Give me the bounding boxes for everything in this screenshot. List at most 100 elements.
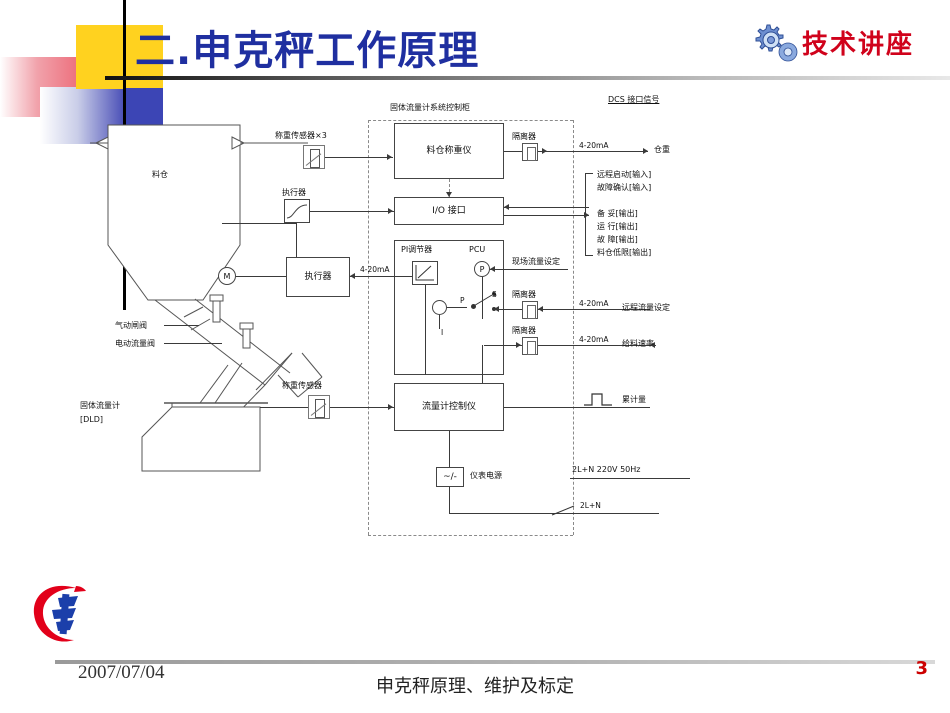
dcs-signal-3: 运 行[输出]: [597, 222, 638, 231]
wire-controller-to-pi-2: [482, 299, 483, 319]
isolator-icon-1: [522, 143, 538, 161]
cabinet-boundary-top: [368, 120, 573, 121]
load-cell-bottom-label: 称重传感器: [282, 381, 322, 390]
arrow-switch-in: [494, 306, 499, 312]
dcs-signal-5: 料仓低限[输出]: [597, 248, 652, 257]
cabinet-label: 固体流量计系统控制柜: [390, 103, 470, 112]
tech-lecture-label: 技术讲座: [802, 29, 915, 60]
remote-setpoint-label: 远程流量设定: [622, 303, 670, 312]
pneumatic-valve-leader: [164, 325, 199, 326]
arrow-loadcell-weigher: [387, 154, 392, 160]
motor-symbol: M: [218, 267, 236, 285]
footer-subtitle: 申克秤原理、维护及标定: [376, 676, 574, 697]
wire-flowmeter-to-cell: [260, 407, 308, 408]
wire-power-down: [449, 487, 450, 513]
arrow-silo-weight: [643, 148, 648, 154]
dcs-bracket-bottom: [585, 255, 593, 256]
mains-voltage-label: 2L+N 220V 50Hz: [572, 465, 641, 474]
pi-i-label: I: [441, 328, 444, 337]
electric-valve-leader: [164, 343, 222, 344]
arrow-cell-to-controller: [388, 404, 393, 410]
feed-rate-label: 给料速率: [622, 339, 654, 348]
wire-loadcell-to-weigher: [325, 157, 393, 158]
wire-io-to-dcs-b: [504, 215, 589, 216]
load-cell-top-label: 称重传感器×3: [275, 131, 327, 140]
actuator-icon-box: [284, 199, 310, 223]
wire-sum-down: [439, 315, 440, 329]
isolator-label-1: 隔离器: [512, 132, 536, 141]
pcu-label: PCU: [469, 245, 486, 254]
wire-controller-to-power: [449, 431, 450, 469]
arrow-weigher-io: [446, 192, 452, 197]
page-title: 二.申克秤工作原理: [135, 28, 480, 74]
cabinet-boundary-right: [573, 120, 574, 535]
page-number: 3: [915, 658, 928, 679]
io-interface-box: I/O 接口: [394, 197, 504, 225]
actuator-box: 执行器: [286, 257, 350, 297]
power-supply-box: ~/-: [436, 467, 464, 487]
wire-weigher-to-io: [449, 179, 450, 197]
silo-label: 料仓: [152, 170, 168, 179]
wire-cell-to-controller: [330, 407, 394, 408]
dcs-signal-4: 故 障[输出]: [597, 235, 638, 244]
flowmeter-model-label: [DLD]: [80, 415, 104, 424]
pcu-p-symbol: P: [474, 261, 490, 277]
silo-weigher-label: 料仓称重仪: [426, 145, 472, 156]
arrow-actuator-from-pi: [350, 273, 355, 279]
gear-icon: [750, 19, 802, 65]
dcs-signal-0: 远程启动[输入]: [597, 170, 652, 179]
mains-break-symbol: [551, 505, 575, 516]
signal-4-20ma-pi: 4-20mA: [360, 265, 390, 274]
load-cell-top-icon: [303, 145, 325, 169]
io-interface-label: I/O 接口: [432, 205, 466, 216]
wire-actuator-down: [296, 223, 297, 268]
wire-sum-to-switch: [447, 307, 467, 308]
pi-p-label: P: [460, 296, 465, 305]
tech-lecture-logo: 技术讲座: [750, 18, 940, 66]
actuator-icon-label: 执行器: [282, 188, 306, 197]
wire-io-to-actuator: [308, 211, 394, 212]
arrow-io-left-in: [388, 208, 393, 214]
silo-weigher-box: 料仓称重仪: [394, 123, 504, 179]
wire-controller-to-pi: [482, 345, 483, 397]
wire-controller-to-total: [504, 407, 650, 408]
wire-pi-symbol-down2: [425, 315, 426, 375]
wire-io-to-dcs-a: [504, 207, 589, 208]
isolator-label-2: 隔离器: [512, 290, 536, 299]
switch-label: S: [492, 290, 497, 299]
footer-date: 2007/07/04: [78, 662, 165, 683]
process-flow-diagram: 固体流量计系统控制柜 DCS 接口信号: [60, 85, 720, 536]
header-divider-rule: [105, 76, 950, 80]
flowmeter-label: 固体流量计: [80, 401, 120, 410]
summation-node: [432, 300, 447, 315]
dcs-signal-2: 备 妥[输出]: [597, 209, 638, 218]
power-supply-label: 仪表电源: [470, 471, 502, 480]
wire-feedrate-out: [538, 345, 656, 346]
isolator-icon-3: [522, 337, 538, 355]
wire-into-pi-symbol: [394, 276, 412, 277]
cabinet-boundary-bottom: [368, 535, 573, 536]
footer-divider-rule: [55, 660, 935, 664]
wire-switch-to-isolator2: [494, 309, 538, 310]
company-logo: [30, 578, 94, 648]
wire-pi-symbol-down: [425, 285, 426, 315]
electric-valve-label: 电动流量阀: [115, 339, 155, 348]
cabinet-boundary-left: [368, 120, 369, 535]
actuator-box-label: 执行器: [304, 271, 332, 282]
arrow-io-from-dcs: [504, 204, 509, 210]
mains-short-label: 2L+N: [580, 501, 601, 510]
pulse-signal-icon: [584, 393, 612, 406]
wire-feedrate-in: [484, 345, 522, 346]
load-cell-bottom-icon: [308, 395, 330, 419]
flow-controller-label: 流量计控制仪: [421, 401, 476, 412]
dcs-bracket-top: [585, 173, 593, 174]
wire-pcu-p-down: [482, 277, 483, 299]
wire-motor-to-actuator: [236, 276, 286, 277]
signal-4-20ma-3: 4-20mA: [579, 335, 609, 344]
pneumatic-valve-label: 气动闸阀: [115, 321, 147, 330]
arrow-feedrate-into-isolator: [516, 342, 521, 348]
arrow-io-to-dcs: [584, 212, 589, 218]
dcs-interface-label: DCS 接口信号: [608, 95, 660, 104]
wire-power-right: [449, 513, 659, 514]
wire-actuator-left: [222, 223, 296, 224]
